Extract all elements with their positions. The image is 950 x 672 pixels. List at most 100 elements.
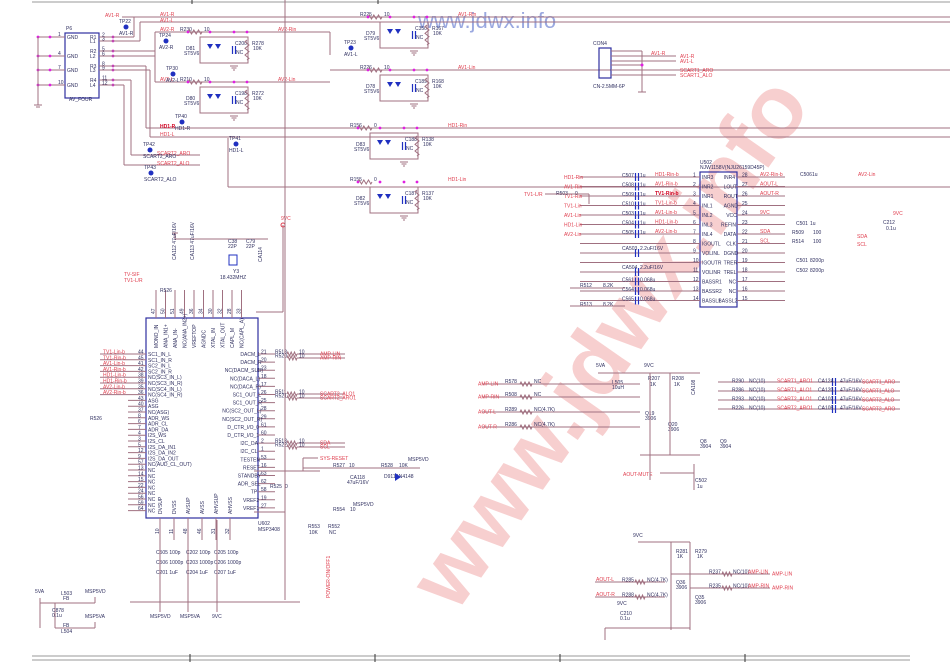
svg-text:L505: L505 xyxy=(612,380,623,386)
diode-ref: D83 xyxy=(356,142,365,148)
resistor-symbol xyxy=(286,390,298,398)
pin-name: I2S_CL xyxy=(148,439,165,445)
svg-text:C210: C210 xyxy=(620,611,632,617)
svg-text:1K: 1K xyxy=(697,554,704,560)
pin-name: IGOUTR xyxy=(702,261,722,267)
svg-text:9VC: 9VC xyxy=(893,211,903,217)
pin-num: 9 xyxy=(693,249,696,255)
svg-text:22P: 22P xyxy=(228,244,238,250)
svg-text:C38: C38 xyxy=(228,239,237,245)
pin-name: AVSS xyxy=(200,500,206,514)
pin-name: NC(ASG) xyxy=(148,410,169,416)
net-label: SCART1_ALO1 xyxy=(777,388,812,394)
net-label: AMP-RIN xyxy=(320,356,342,362)
svg-text:D911: D911 xyxy=(384,474,396,480)
pin-num: 23 xyxy=(742,220,748,226)
pin-num: 38 xyxy=(138,373,144,379)
cap-ref: C564 xyxy=(622,287,634,293)
pull-value: 10K xyxy=(253,46,263,52)
pin-name: NC(DACA_R) xyxy=(230,384,261,390)
av-wiring xyxy=(99,16,950,188)
resistor-ref: R289 xyxy=(505,407,517,413)
cap-ref: C507 xyxy=(622,173,634,179)
svg-text:1u: 1u xyxy=(697,484,703,490)
pin-num: 1 xyxy=(261,447,264,453)
pin-name: INR1 xyxy=(702,194,714,200)
pin-name: CLK xyxy=(726,242,736,248)
net-output: SCART1_ALO xyxy=(862,389,895,395)
pin-name: VREF2 xyxy=(243,498,259,504)
pin-name: XTAL_IN xyxy=(211,328,217,348)
pin-name: NC(AUD_CL_OUT) xyxy=(148,462,192,468)
watermark-diagonal: www.jdwx.info xyxy=(390,59,829,626)
pull-ref: R137 xyxy=(422,191,434,197)
pin-num: 11 xyxy=(693,268,698,274)
net-label: AOUT-L xyxy=(760,182,778,188)
svg-text:9VC: 9VC xyxy=(212,614,222,620)
net-label: AV1-Lin-b xyxy=(103,361,125,367)
net-label: TV1-Lin-b xyxy=(103,350,125,356)
resistor-value: 10 xyxy=(384,65,390,71)
pin-name: I2C_DA xyxy=(240,441,258,447)
junction-dot xyxy=(412,68,416,72)
pin-name: ANA_IN- xyxy=(173,328,179,348)
p6-value: AV_FOUR xyxy=(69,97,93,103)
pin-num: 44 xyxy=(138,350,144,356)
pin-num: 16 xyxy=(742,287,748,293)
diode-icon xyxy=(395,82,401,87)
pin-name: BASSR2 xyxy=(702,289,722,295)
svg-text:Q20: Q20 xyxy=(668,422,678,428)
pin-num: 31 xyxy=(211,528,217,534)
junction-dot xyxy=(186,80,190,84)
diode-icon xyxy=(385,140,391,145)
pin-num: 57 xyxy=(138,460,144,466)
svg-text:Q35: Q35 xyxy=(695,595,705,601)
pin-name: I2S_DA_OUT xyxy=(148,456,179,462)
diode-value: ST5V6 xyxy=(184,51,200,57)
pin-name: I2S_DA_IN1 xyxy=(148,445,176,451)
pin-name: SC2_IN_L xyxy=(148,364,171,370)
testpoint-net: AV2-R xyxy=(159,45,174,51)
svg-text:AV1-L: AV1-L xyxy=(680,59,694,65)
pin-name: DACM_R xyxy=(240,360,262,366)
net-label: SCART2_ARO1 xyxy=(777,406,813,412)
svg-text:TV1-L/R: TV1-L/R xyxy=(524,192,543,198)
diode-ref: D79 xyxy=(366,31,375,37)
svg-text:1u: 1u xyxy=(812,172,818,178)
pin-num: 24 xyxy=(138,489,144,495)
net-label: AV2-Lin-b xyxy=(655,229,677,235)
net-label: AV1-Rin-b xyxy=(103,367,126,373)
diode-value: ST5V6 xyxy=(354,201,370,207)
pin-name: BASSL1 xyxy=(702,299,721,305)
pin-num: 12 xyxy=(138,448,144,454)
svg-text:CA114: CA114 xyxy=(258,247,264,262)
net-label: AOUT-R xyxy=(760,191,779,197)
pin-num: 53 xyxy=(261,455,267,461)
pin-num: 15 xyxy=(742,296,748,302)
pin-name: ADR_WS xyxy=(148,416,170,422)
pull-ref: R138 xyxy=(422,137,434,143)
resistor-symbol xyxy=(519,380,533,388)
net-label: AV1-Lin xyxy=(458,65,476,71)
net-label: HD1-Lin-b xyxy=(103,373,126,379)
pin-num: 37 xyxy=(138,408,144,414)
pin-num: 34 xyxy=(199,308,205,314)
svg-text:3906: 3906 xyxy=(695,600,706,606)
pin-name: XTAL_OUT xyxy=(221,323,227,348)
testpoint-ref: TP24 xyxy=(159,33,171,39)
pin-num: 46 xyxy=(197,528,203,534)
svg-text:U502: U502 xyxy=(700,160,712,166)
resistor-symbol xyxy=(244,39,250,61)
svg-text:8.2K: 8.2K xyxy=(603,283,614,289)
pin-num: 56 xyxy=(138,495,144,501)
pin-name: NC(SC4_IN_L) xyxy=(148,387,182,393)
pull-value: 10K xyxy=(423,142,433,148)
resistor-symbol xyxy=(424,24,430,46)
cap-value: NC xyxy=(406,200,414,206)
pin-num: 2 xyxy=(261,439,264,445)
pin-name: I2S_WS xyxy=(148,433,167,439)
diode-value: ST5V6 xyxy=(354,147,370,153)
svg-text:10K: 10K xyxy=(399,463,409,469)
net-label: SCL xyxy=(760,239,770,245)
